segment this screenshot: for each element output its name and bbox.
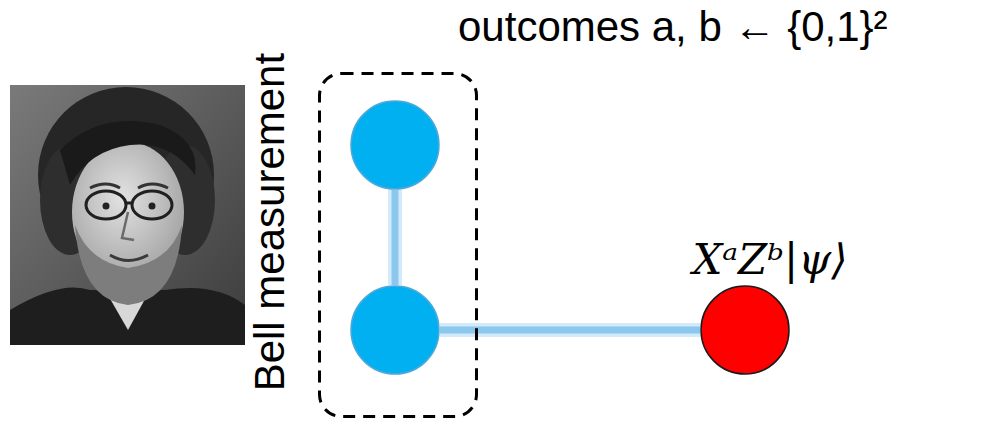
- state-label: XᵃZᵇ|ψ⟩: [692, 237, 847, 283]
- outcome-note: outcomes a, b ← {0,1}²: [458, 4, 888, 50]
- qubit-circle: [350, 100, 440, 190]
- box-heading: Bell measurement: [247, 53, 293, 391]
- circle-outline: [350, 100, 440, 190]
- measurement-box: Bell measurement: [318, 72, 478, 418]
- circle-outline: [350, 285, 440, 375]
- qubit-circle: [350, 285, 440, 375]
- entanglement-link: [440, 330, 700, 331]
- entanglement-link: [395, 190, 396, 285]
- output-qubit-circle: XᵃZᵇ|ψ⟩: [700, 285, 790, 375]
- circle-outline: [700, 285, 790, 375]
- photo: [10, 85, 245, 345]
